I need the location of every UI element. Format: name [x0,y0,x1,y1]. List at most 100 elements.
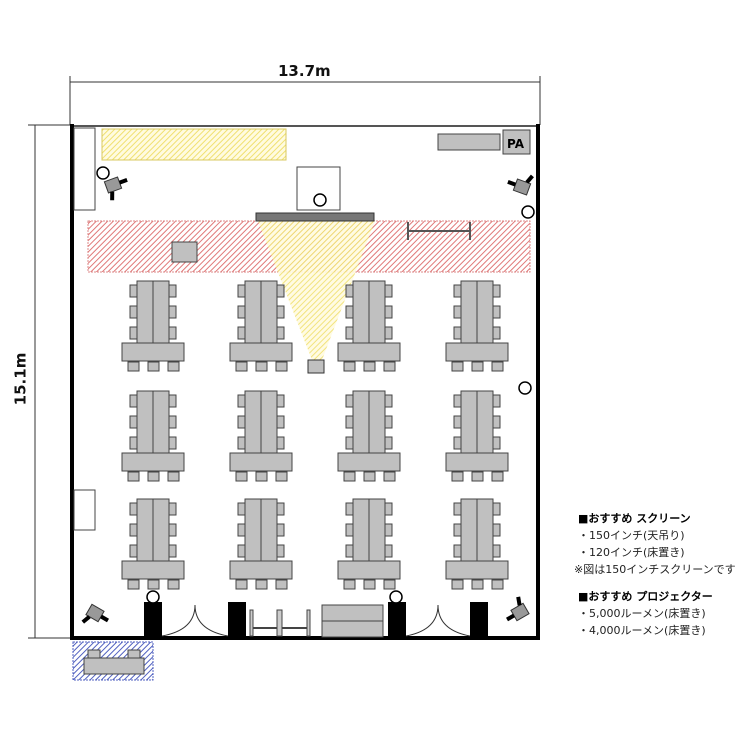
dimension-lines [28,76,541,639]
chair [363,361,376,372]
table [152,280,170,344]
chair [127,361,140,372]
chair [343,579,356,590]
chair [343,471,356,482]
chair [167,361,180,372]
table-cluster [337,280,401,372]
table [244,390,262,454]
ceiling-light-icon [389,590,403,604]
chair [471,579,484,590]
table [229,452,293,472]
chair [235,471,248,482]
table [352,390,370,454]
chair [275,579,288,590]
chair [471,471,484,482]
chair [451,361,464,372]
table [229,342,293,362]
chair [147,361,160,372]
pa-label: PA [507,137,525,151]
storage-box [321,604,384,622]
height-dimension: 15.1m [11,352,30,406]
speaker-icon [506,596,530,622]
speaker-icon [81,603,109,624]
table [460,498,478,562]
ceiling-light-icon [521,205,535,219]
table [368,280,386,344]
projection-beam [258,221,375,360]
table-clusters [121,280,509,590]
door[interactable] [405,604,471,637]
storage-box [321,620,384,638]
table-cluster [229,280,293,372]
table [244,280,262,344]
table [352,280,370,344]
chair [275,361,288,372]
chair [147,579,160,590]
chair [383,471,396,482]
table [152,498,170,562]
table-cluster [121,498,185,590]
chair [451,471,464,482]
chair [255,471,268,482]
chair [255,361,268,372]
chair [383,579,396,590]
chair [491,361,504,372]
table [337,452,401,472]
table-cluster [121,280,185,372]
table-cluster [445,280,509,372]
table-cluster [121,390,185,482]
ceiling-light-icon [146,590,160,604]
partition-rack [249,609,311,637]
left-panel [73,127,96,211]
projector [307,359,325,374]
table [460,280,478,344]
table [445,560,509,580]
pillar [144,602,162,638]
light-zone [101,128,287,161]
chair [363,471,376,482]
projector-item: ・5,000ルーメン(床置き) [578,607,706,620]
screen [255,212,375,222]
table [152,390,170,454]
table-cluster [337,390,401,482]
chair [127,471,140,482]
table [337,560,401,580]
table [476,280,494,344]
table [260,280,278,344]
table [260,390,278,454]
table-cluster [229,498,293,590]
pillar [470,602,488,638]
chair [343,361,356,372]
projector-item: ・4,000ルーメン(床置き) [578,624,706,637]
table [229,560,293,580]
table [337,342,401,362]
door[interactable] [161,604,229,637]
width-dimension: 13.7m [278,62,331,80]
table [352,498,370,562]
chair [235,361,248,372]
ceiling-light-icon [96,166,110,180]
pillar [228,602,246,638]
table-cluster [229,390,293,482]
ceiling-light-icon [313,193,327,207]
left-panel-lower [73,489,96,531]
pillar [388,602,406,638]
screen-item: ・120インチ(床置き) [578,546,685,559]
table [445,452,509,472]
whiteboard-icon [407,222,471,240]
pa-box [502,129,531,155]
chair [491,579,504,590]
speakers-lights [81,166,535,624]
speaker-icon [103,176,128,201]
table [445,342,509,362]
table [476,390,494,454]
table [260,498,278,562]
chair [147,471,160,482]
chair [127,579,140,590]
table-cluster [445,498,509,590]
bottom-fixtures [72,602,488,681]
table [136,390,154,454]
chair [383,361,396,372]
outdoor-chair [127,649,141,659]
